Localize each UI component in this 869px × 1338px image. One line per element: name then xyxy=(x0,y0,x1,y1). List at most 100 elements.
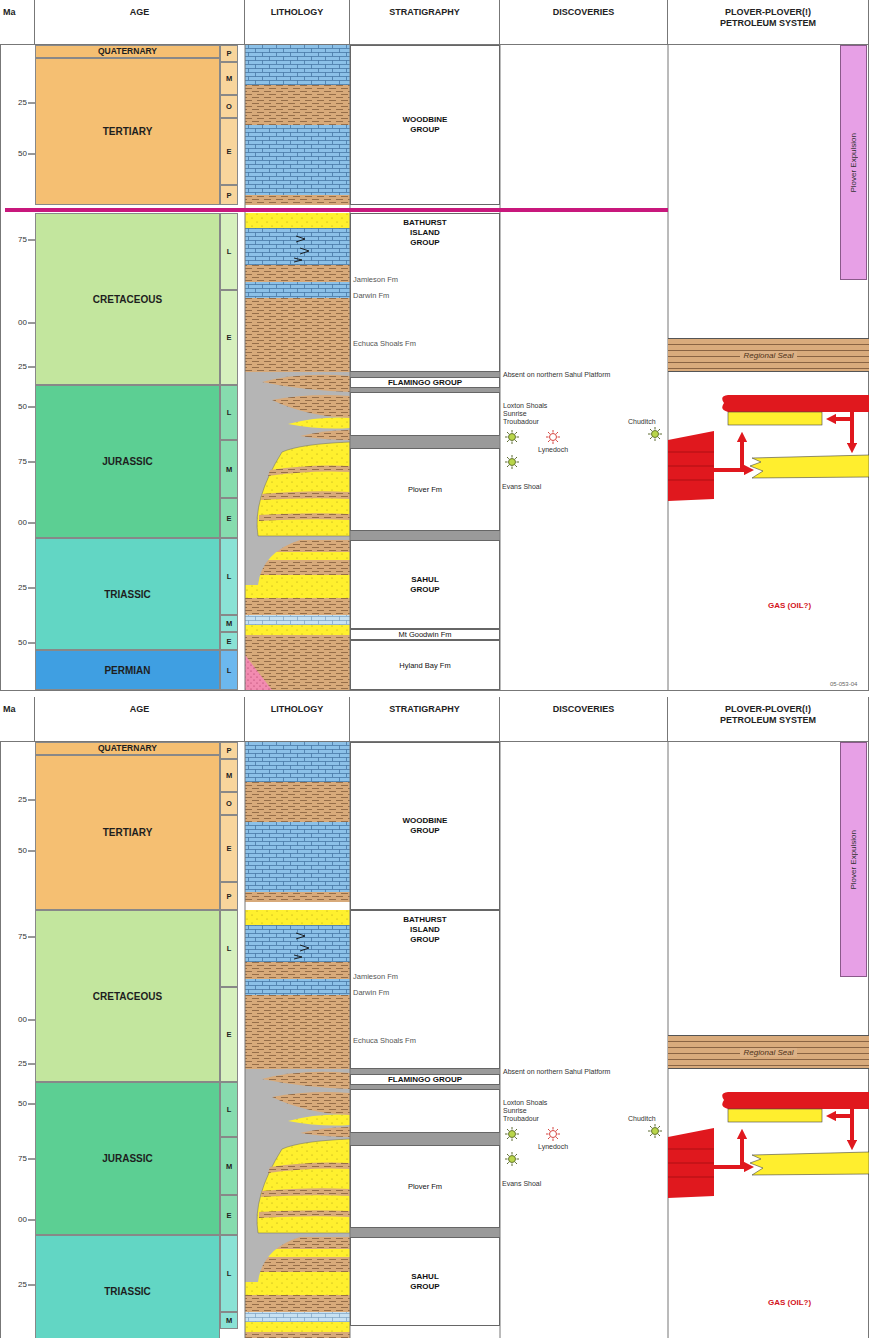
node-text: M xyxy=(226,1316,232,1325)
panel-artwork xyxy=(1,0,869,691)
node-text: M xyxy=(226,465,232,474)
group-box: SAHUL GROUP xyxy=(350,1237,500,1326)
node-text: LITHOLOGY xyxy=(271,704,324,714)
boundary-line xyxy=(5,208,668,212)
node-text: M xyxy=(226,1162,232,1171)
node-text: TERTIARY xyxy=(103,827,153,838)
discovery-name: Loxton Shoals xyxy=(503,402,547,410)
node-text: L xyxy=(227,944,232,953)
node-text: AGE xyxy=(130,704,150,714)
node-text: O xyxy=(226,799,232,808)
node-text: P xyxy=(226,746,231,755)
axis-tick-label: 75 xyxy=(3,932,27,941)
node-text: FLAMINGO GROUP xyxy=(388,1075,462,1084)
group-box: FLAMINGO GROUP xyxy=(350,377,500,388)
node-text: E xyxy=(226,637,231,646)
formation-box: Plover Fm xyxy=(350,448,500,531)
era-box: PERMIAN xyxy=(35,650,220,690)
node-text: JURASSIC xyxy=(102,1153,153,1164)
node-text: QUATERNARY xyxy=(98,744,157,753)
node-text: PERMIAN xyxy=(104,665,150,676)
era-box: CRETACEOUS xyxy=(35,910,220,1082)
header-cell: Ma xyxy=(0,697,35,742)
header-cell: DISCOVERIES xyxy=(500,0,668,45)
node-text: L xyxy=(227,666,232,675)
node-text: Plover Fm xyxy=(408,1182,442,1191)
discovery-name: Evans Shoal xyxy=(502,1180,541,1188)
group-box: FLAMINGO GROUP xyxy=(350,1074,500,1085)
axis-tick-label: 00 xyxy=(3,1215,27,1224)
node-text: E xyxy=(226,844,231,853)
node-text: PLOVER-PLOVER(!) PETROLEUM SYSTEM xyxy=(703,7,833,29)
node-text: AGE xyxy=(130,7,150,17)
axis-tick-label: 50 xyxy=(3,638,27,647)
era-box: TERTIARY xyxy=(35,755,220,910)
discovery-name: Lynedoch xyxy=(538,1143,568,1151)
node-text: DISCOVERIES xyxy=(553,7,615,17)
node-text: E xyxy=(226,1211,231,1220)
epoch-box: P xyxy=(220,882,238,910)
node-text: L xyxy=(227,1105,232,1114)
group-box: WOODBINE GROUP xyxy=(350,45,500,205)
era-box: TRIASSIC xyxy=(35,1235,220,1338)
node-text: Plover Fm xyxy=(408,485,442,494)
axis-tick-label: 25 xyxy=(3,1059,27,1068)
epoch-box: L xyxy=(220,1082,238,1137)
discovery-note: Absent on northern Sahul Platform xyxy=(503,1068,615,1076)
figure-code: 05-053-04 xyxy=(830,681,857,688)
discovery-name: Sunrise xyxy=(503,410,527,418)
era-box: TERTIARY xyxy=(35,58,220,205)
node-text: P xyxy=(226,892,231,901)
node-text: M xyxy=(226,619,232,628)
axis-tick-label: 75 xyxy=(3,235,27,244)
epoch-box: P xyxy=(220,742,238,759)
axis-tick-label: 25 xyxy=(3,362,27,371)
epoch-box: M xyxy=(220,759,238,792)
node-text: E xyxy=(226,333,231,342)
axis-tick-label: 50 xyxy=(3,1099,27,1108)
discovery-name: Lynedoch xyxy=(538,446,568,454)
header-cell: AGE xyxy=(35,0,245,45)
era-box: TRIASSIC xyxy=(35,538,220,650)
node-text: SAHUL GROUP xyxy=(399,1272,451,1292)
node-text: BATHURST ISLAND GROUP xyxy=(399,218,451,248)
node-text: CRETACEOUS xyxy=(93,991,162,1002)
node-text: Plover Expulsion xyxy=(849,830,858,890)
node-text: M xyxy=(226,771,232,780)
node-text: L xyxy=(227,247,232,256)
node-text: Regional Seal xyxy=(740,1048,798,1057)
node-text: E xyxy=(226,514,231,523)
epoch-box: P xyxy=(220,185,238,205)
node-text: Mt Goodwin Fm xyxy=(399,630,452,639)
formation-name: Echuca Shoals Fm xyxy=(353,340,416,349)
node-text: QUATERNARY xyxy=(98,47,157,56)
discovery-note: Absent on northern Sahul Platform xyxy=(503,371,615,379)
discovery-name: Troubadour xyxy=(503,418,539,426)
era-box: QUATERNARY xyxy=(35,45,220,58)
node-text: L xyxy=(227,408,232,417)
epoch-box: E xyxy=(220,290,238,385)
node-text: STRATIGRAPHY xyxy=(389,704,459,714)
group-box: SAHUL GROUP xyxy=(350,540,500,629)
node-text: JURASSIC xyxy=(102,456,153,467)
node-text: PLOVER-PLOVER(!) PETROLEUM SYSTEM xyxy=(703,704,833,726)
epoch-box: M xyxy=(220,440,238,498)
epoch-box: M xyxy=(220,1137,238,1195)
discovery-name: Troubadour xyxy=(503,1115,539,1123)
header-cell: DISCOVERIES xyxy=(500,697,668,742)
epoch-box: P xyxy=(220,45,238,62)
formation-name: Jamieson Fm xyxy=(353,276,398,285)
formation-name: Jamieson Fm xyxy=(353,973,398,982)
node-text: BATHURST ISLAND GROUP xyxy=(399,915,451,945)
axis-tick-label: 00 xyxy=(3,518,27,527)
axis-tick-label: 00 xyxy=(3,1015,27,1024)
header-cell: Ma xyxy=(0,0,35,45)
axis-tick-label: 75 xyxy=(3,1154,27,1163)
node-text: L xyxy=(227,572,232,581)
epoch-box: M xyxy=(220,62,238,95)
header-cell: AGE xyxy=(35,697,245,742)
formation-box: Plover Fm xyxy=(350,1145,500,1228)
era-box: QUATERNARY xyxy=(35,742,220,755)
node-text: Hyland Bay Fm xyxy=(399,661,450,670)
epoch-box: E xyxy=(220,632,238,650)
